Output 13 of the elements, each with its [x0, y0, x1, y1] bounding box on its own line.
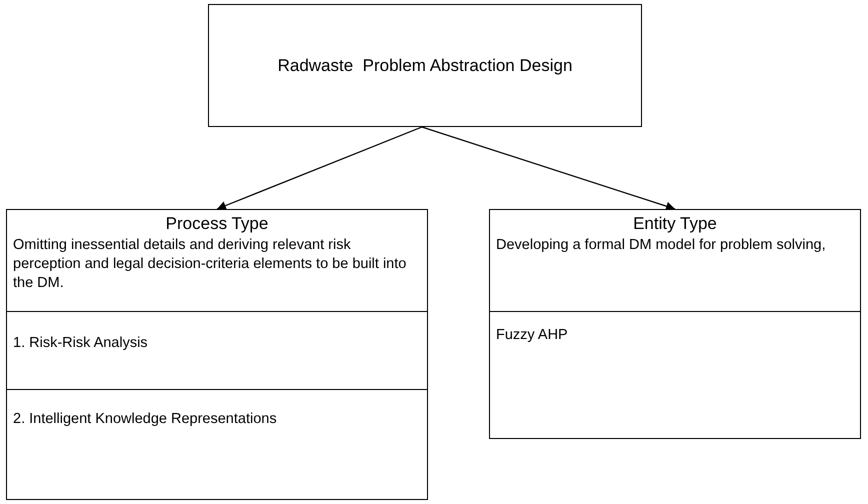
- arrow: [422, 126, 676, 210]
- arrow: [216, 126, 422, 210]
- box-heading: Entity Type: [632, 214, 718, 234]
- title-box: [208, 4, 642, 127]
- box-heading: Process Type: [164, 214, 270, 234]
- list-item: 1. Risk-Risk Analysis: [13, 334, 149, 354]
- box-description: Omitting inessential details and deriving relevant risk perception and legal decision-criteria elements to be built into the DM.: [13, 236, 408, 293]
- list-item: 2. Intelligent Knowledge Representations: [13, 410, 278, 429]
- box-description: Developing a formal DM model for problem solving,: [496, 236, 827, 255]
- box-title: Radwaste Problem Abstraction Design: [278, 56, 572, 76]
- type-box: [489, 209, 861, 439]
- type-box: [6, 209, 428, 500]
- list-item: Fuzzy AHP: [496, 326, 569, 345]
